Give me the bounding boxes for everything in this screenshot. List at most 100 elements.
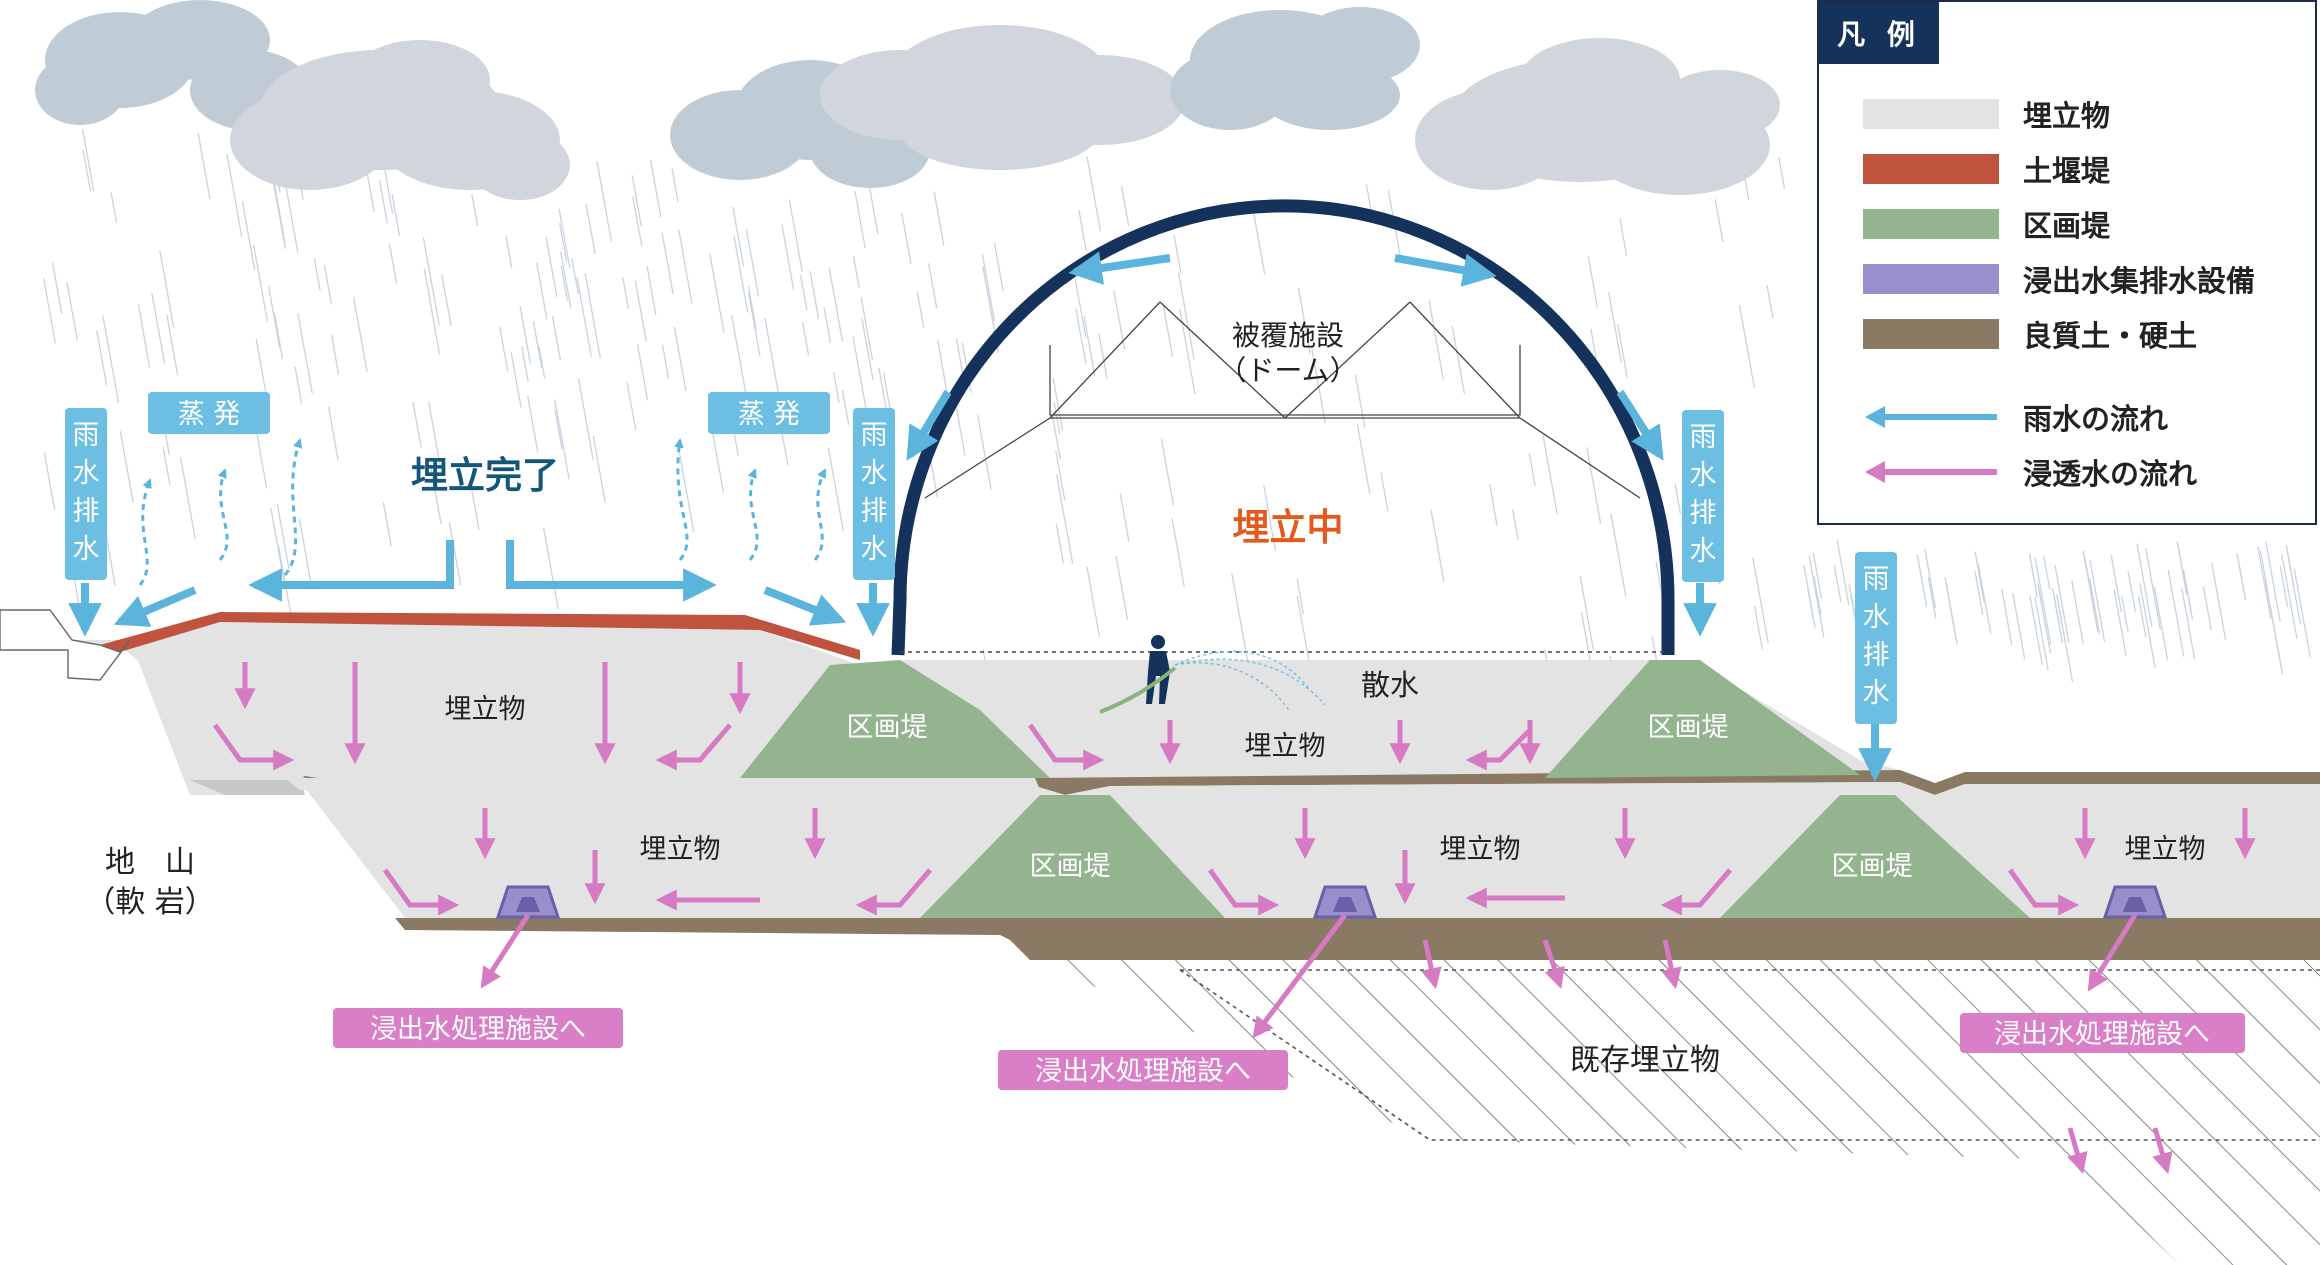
rain-flow-arrows	[68, 251, 1892, 782]
seep-arrow-32	[1661, 939, 1682, 990]
legend-label: 浸透水の流れ	[2023, 457, 2198, 491]
seep-arrow-28	[1252, 913, 1347, 1039]
legend-swatch	[1863, 264, 1999, 294]
label-existing-landfill: 既存埋立物	[1570, 1043, 1720, 1078]
partition-upper-left	[740, 660, 1050, 778]
leachate-tag-1	[333, 1008, 623, 1048]
leachate-tag-2-text: 浸出水処理施設へ	[1035, 1056, 1251, 1087]
legend-item-seep-flow: 浸透水の流れ	[1863, 455, 2197, 491]
leachate-tag-1-text: 浸出水処理施設へ	[370, 1014, 586, 1045]
partition-lower-1	[920, 795, 1225, 918]
legend-label: 浸出水集排水設備	[2023, 264, 2256, 298]
legend-label: 区画堤	[2023, 209, 2111, 243]
rain-drain-char: 排	[73, 496, 100, 527]
leachate-tag-3-text: 浸出水処理施設へ	[1994, 1019, 2210, 1050]
legend-label: 雨水の流れ	[2023, 402, 2169, 436]
legend-swatch	[1863, 209, 1999, 239]
rain-drain-char: 雨	[1863, 564, 1890, 595]
worker-sprinkling	[1099, 635, 1326, 714]
rain-drain-char: 雨	[861, 420, 888, 451]
rain-drain-char: 水	[861, 458, 888, 489]
seep-arrow-7	[1027, 723, 1105, 771]
label-dome: 被覆施設	[1232, 319, 1344, 352]
section-labels: 埋立完了 埋立中 被覆施設 （ドーム） 散水 地 山 （軟 岩） 既存埋立物 埋…	[85, 319, 2205, 1078]
label-sprinkle: 散水	[1361, 668, 1419, 702]
seep-arrow-11	[1465, 728, 1532, 771]
rain-drain-char: 雨	[1690, 422, 1717, 453]
rain-drain-char: 排	[861, 496, 888, 527]
rain-drain-char: 水	[1690, 460, 1717, 491]
seep-arrow-30	[1421, 939, 1442, 990]
legend-item-earth-dam: 土堰堤	[1863, 152, 2110, 188]
seepage-arrows	[212, 662, 2256, 1175]
seep-arrow-23	[1660, 868, 1732, 916]
seep-arrow-6	[655, 723, 732, 771]
rain-drain-char: 水	[1863, 602, 1890, 633]
rain-drain-char: 雨	[73, 420, 100, 451]
rain-drain-char: 水	[73, 458, 100, 489]
rain-arrow-icon	[1865, 406, 1997, 428]
legend-item-partition: 区画堤	[1863, 207, 2110, 243]
seep-arrow-34	[2152, 1127, 2173, 1175]
legend-item-good-soil: 良質土・硬土	[1863, 317, 2197, 353]
seep-arrow-26	[2007, 868, 2080, 916]
rain-drain-char: 排	[1690, 498, 1717, 529]
evaporation-arrows	[138, 438, 827, 586]
leachate-tag-2	[998, 1050, 1288, 1090]
legend-item-rain-flow: 雨水の流れ	[1863, 400, 2168, 436]
label-fill-3: 埋立物	[640, 834, 721, 865]
legend-label: 良質土・硬土	[2023, 319, 2198, 353]
label-fill-1: 埋立物	[445, 694, 526, 725]
seep-arrow-icon	[1865, 461, 1997, 483]
label-bedrock-sub: （軟 岩）	[85, 885, 215, 920]
seep-arrow-21	[1207, 868, 1280, 916]
label-fill-4: 埋立物	[1440, 834, 1521, 865]
partition-lower-2	[1720, 795, 2030, 918]
label-fill-2: 埋立物	[1245, 731, 1326, 762]
label-partition-4: 区画堤	[1832, 851, 1913, 882]
rain-drain-tag-2	[853, 408, 895, 580]
rain-drain-tag-4	[1855, 552, 1897, 724]
seep-arrow-27	[480, 913, 531, 989]
legend-label: 土堰堤	[2023, 154, 2111, 188]
worker-icon	[1146, 635, 1170, 704]
legend-swatch	[1863, 319, 1999, 349]
leachate-tags: 浸出水処理施設へ 浸出水処理施設へ 浸出水処理施設へ	[333, 1008, 2245, 1090]
lower-fill	[305, 782, 2320, 918]
label-fill-5: 埋立物	[2125, 834, 2206, 865]
water-spray	[1174, 650, 1326, 713]
evaporation-tag-2	[708, 392, 830, 434]
label-in-progress: 埋立中	[1233, 506, 1344, 549]
evaporation-tags: 蒸 発 蒸 発	[148, 392, 830, 434]
legend: 凡 例 埋立物 土堰堤 区画堤 浸出水集排水設備 良質土・硬土 雨水の流れ 浸透…	[1817, 0, 2317, 525]
seep-arrow-5	[212, 723, 295, 771]
drain-facilities	[495, 885, 2168, 919]
rain-drain-char: 水	[861, 534, 888, 565]
legend-item-drain: 浸出水集排水設備	[1863, 262, 2255, 298]
seep-arrow-29	[2087, 913, 2138, 992]
rain-drain-char: 水	[73, 534, 100, 565]
partition-embankments	[740, 660, 2030, 918]
existing-landfill	[1010, 948, 2320, 1265]
dome-truss	[924, 301, 1641, 499]
completed-section	[0, 609, 1040, 790]
leachate-tag-3	[1960, 1013, 2245, 1053]
upper-fill	[130, 622, 1900, 795]
evaporation-tag-1	[148, 392, 270, 434]
legend-label: 埋立物	[2023, 99, 2111, 133]
seep-arrow-17	[855, 868, 932, 916]
seep-arrow-31	[1542, 939, 1565, 989]
seep-arrow-15	[382, 868, 460, 916]
rain-drain-tag-3	[1682, 410, 1724, 582]
legend-title: 凡 例	[1819, 2, 1939, 64]
dome	[891, 199, 1675, 656]
seep-arrow-33	[2067, 1127, 2088, 1175]
legend-item-fill: 埋立物	[1863, 97, 2110, 133]
legend-swatch	[1863, 154, 1999, 184]
rain-drain-char: 排	[1863, 640, 1890, 671]
label-bedrock: 地 山	[105, 845, 195, 880]
label-partition-1: 区画堤	[847, 712, 928, 743]
evaporation-tag-2-text: 蒸 発	[738, 399, 801, 430]
rain-drain-char: 水	[1690, 536, 1717, 567]
